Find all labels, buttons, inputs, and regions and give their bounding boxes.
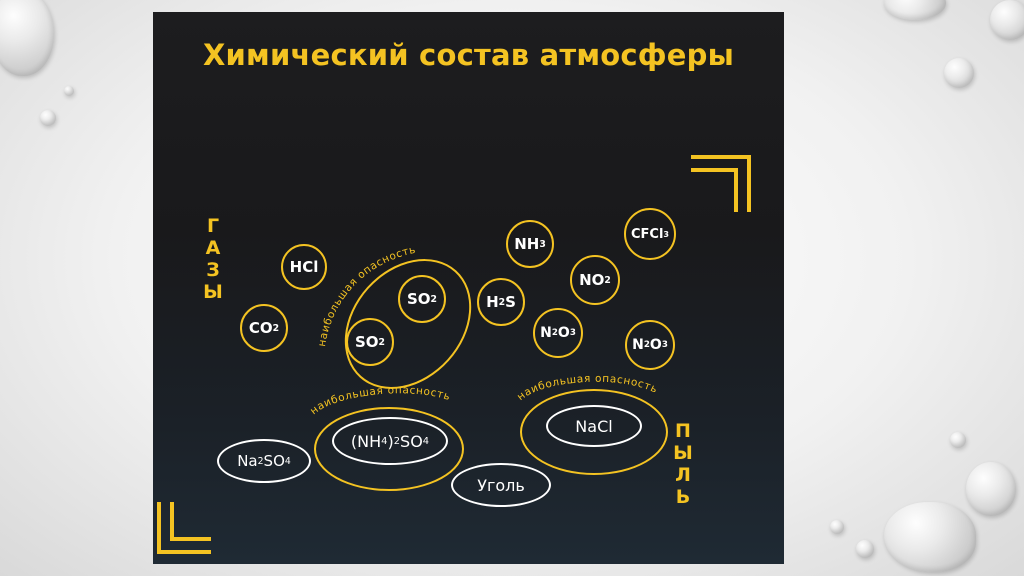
dust-bubble-nacl: NaCl [546,405,642,447]
slide-title: Химический состав атмосферы [202,38,735,72]
gas-formula: CFCl [630,226,664,242]
gas-bubble-hcl: HCl [281,244,327,290]
dust-subscript: 2 [257,455,264,467]
gas-formula: SO [406,290,431,308]
dust-formula: NaCl [575,416,613,436]
gas-subscript: 3 [661,340,668,350]
corner-brackets [157,155,751,554]
dust-subscript: 4 [381,435,388,447]
gas-subscript: 3 [569,328,576,338]
gas-formula: NH [514,235,540,253]
water-drop-decoration [40,110,56,126]
danger-label-ammonium-sulfate: наибольшая опасность [308,384,452,417]
dust-bubble-coal: Уголь [451,463,551,507]
gas-formula-part: O [557,325,570,341]
dust-formula: Уголь [477,475,525,495]
slide-content: Химический состав атмосферы ГАЗЫ ПЫЛЬ на… [153,12,784,564]
gas-subscript: 2 [604,274,611,286]
gas-formula: H [486,293,499,311]
gas-formula: HCl [289,258,319,276]
dust-formula: Na [237,452,258,470]
gas-formula: CO [248,319,273,337]
dust-subscript: 4 [284,455,291,467]
bottom-left-bracket [157,502,211,554]
water-drop-decoration [950,432,966,448]
water-drop-decoration [884,502,976,572]
gas-subscript: 2 [643,340,650,350]
gas-subscript: 3 [663,229,670,239]
danger-label-nacl: наибольшая опасность [515,373,660,403]
water-drop-decoration [944,58,974,88]
danger-ring-ammonium-sulfate [314,407,464,491]
water-drop-decoration [990,0,1024,40]
gas-formula-part: O [649,337,662,353]
water-drop-decoration [0,0,54,76]
water-drop-decoration [966,462,1016,516]
gas-formula: NO [579,271,605,289]
danger-ring-nacl [520,389,668,475]
dust-label: ПЫЛЬ [673,420,693,508]
water-drop-decoration [64,86,74,96]
gas-formula-part: S [505,293,516,311]
gas-subscript: 2 [272,322,280,334]
gas-subscript: 2 [378,336,386,348]
dust-formula-part: ) [387,431,394,451]
dust-formula-part: SO [263,452,285,470]
top-right-bracket [691,155,751,212]
dust-subscript: 2 [393,435,401,447]
gas-formula: SO [354,333,379,351]
water-drop-decoration [884,0,946,20]
dust-subscript: 4 [422,435,430,447]
gas-subscript: 2 [430,293,438,305]
gases-label: ГАЗЫ [203,215,223,303]
water-drop-decoration [856,540,874,558]
gas-formula: N [632,337,644,353]
gas-subscript: 3 [539,238,546,250]
dust-formula: (NH [350,431,382,451]
gas-subscript: 2 [498,296,506,308]
gas-formula: N [540,325,552,341]
gas-subscript: 2 [551,328,558,338]
water-drop-decoration [830,520,844,534]
dust-formula-part: SO [400,431,423,451]
